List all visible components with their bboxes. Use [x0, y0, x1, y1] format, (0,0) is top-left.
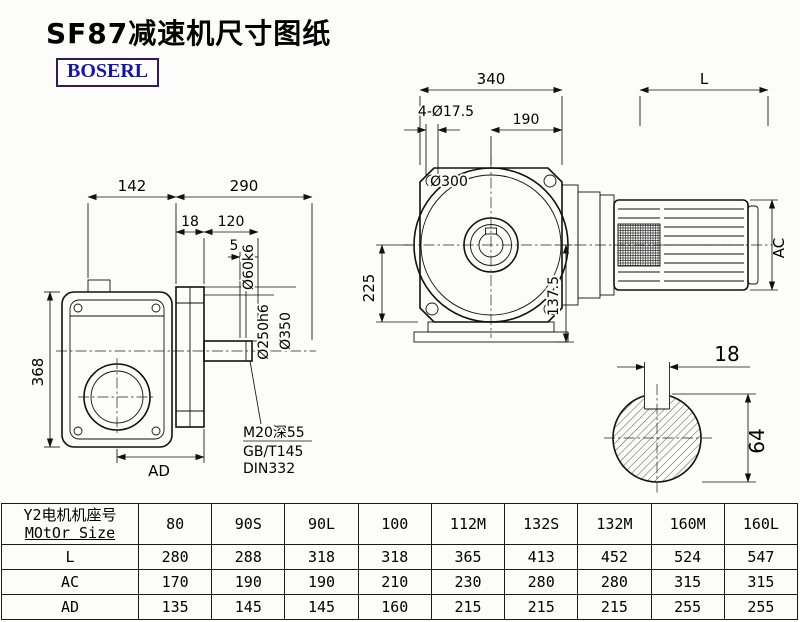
column-header: 80	[137, 503, 213, 545]
table-cell: 160	[357, 594, 432, 620]
dim-label-120: 120	[218, 214, 245, 230]
table-cell: 145	[284, 594, 359, 620]
table-cell: 288	[211, 544, 286, 570]
side-view-geometry	[56, 279, 316, 448]
dim-label-shaft-height: 64	[745, 428, 769, 453]
table-cell: 413	[504, 544, 579, 570]
column-header: 112M	[430, 503, 506, 545]
column-header: 90S	[211, 503, 286, 545]
table-cell: 280	[577, 569, 652, 595]
row-label: AC	[1, 569, 139, 595]
dim-label-340: 340	[477, 70, 506, 88]
dim-label-137-5: 137.5	[546, 276, 562, 316]
brand-logo: BOSERL	[56, 58, 160, 87]
table-row-AD: AD 135 145 145 160 215 215 215 255 255	[1, 594, 799, 620]
row-label: AD	[1, 594, 139, 620]
table-cell: 365	[430, 544, 506, 570]
table-row-AC: AC 170 190 190 210 230 280 280 315 315	[1, 569, 799, 595]
dim-label-368: 368	[29, 358, 47, 387]
note-din: DIN332	[243, 461, 295, 477]
header-line-cn: Y2电机机座号	[23, 506, 117, 524]
note-standard: GB/T145	[243, 444, 303, 460]
dim-label-bolt-holes: 4-Ø17.5	[418, 104, 474, 120]
table-cell: 255	[723, 594, 799, 620]
table-row-L: L 280 288 318 318 365 413 452 524 547	[1, 544, 799, 570]
table-cell: 190	[284, 569, 359, 595]
table-cell: 315	[723, 569, 799, 595]
column-header: 132M	[577, 503, 652, 545]
dim-label-142: 142	[118, 177, 147, 195]
dim-label-290: 290	[230, 177, 259, 195]
table-cell: 170	[137, 569, 213, 595]
table-cell: 547	[723, 544, 799, 570]
column-header: 90L	[284, 503, 359, 545]
front-view-dimensions: 340 L 4-Ø17.5 190 Ø300 225 137.5 AC	[358, 70, 788, 343]
table-cell: 318	[284, 544, 359, 570]
dim-label-flange-od: Ø350	[278, 312, 294, 350]
table-cell: 318	[357, 544, 432, 570]
table-cell: 255	[650, 594, 725, 620]
table-cell: 315	[650, 569, 725, 595]
dim-label-5: 5	[230, 238, 239, 254]
note-thread: M20深55	[243, 425, 305, 441]
dim-label-flange-diameter: Ø300	[430, 174, 468, 190]
table-header-motor-size: Y2电机机座号 MOtOr Size	[1, 503, 139, 545]
dim-label-ac: AC	[770, 238, 788, 258]
shaft-end-view-geometry	[604, 384, 712, 494]
dim-label-18: 18	[181, 214, 199, 230]
table-cell: 210	[357, 569, 432, 595]
table-header-row: Y2电机机座号 MOtOr Size 80 90S 90L 100 112M 1…	[1, 503, 799, 545]
dim-label-225: 225	[360, 274, 378, 303]
header-line-en: MOtOr Size	[24, 524, 116, 542]
dim-label-motor-length: L	[700, 70, 709, 88]
dim-label-190: 190	[513, 112, 540, 128]
table-cell: 215	[577, 594, 652, 620]
table-cell: 280	[137, 544, 213, 570]
page-title: SF87减速机尺寸图纸	[46, 17, 332, 50]
table-cell: 452	[577, 544, 652, 570]
table-cell: 190	[211, 569, 286, 595]
shaft-end-view-dimensions: 18 64	[617, 342, 769, 483]
column-header: 160M	[650, 503, 725, 545]
column-header: 132S	[504, 503, 579, 545]
dim-label-ad: AD	[148, 462, 170, 480]
table-cell: 145	[211, 594, 286, 620]
technical-drawing: 340 L 4-Ø17.5 190 Ø300 225 137.5 AC	[27, 70, 788, 494]
table-cell: 135	[137, 594, 213, 620]
table-cell: 524	[650, 544, 725, 570]
side-view-dimensions: 142 290 18 120 5 368 AD Ø60k6 Ø250h6 Ø35…	[27, 177, 313, 480]
table-cell: 230	[430, 569, 506, 595]
table-cell: 215	[504, 594, 579, 620]
column-header: 100	[357, 503, 432, 545]
table-cell: 280	[504, 569, 579, 595]
dimension-table: Y2电机机座号 MOtOr Size 80 90S 90L 100 112M 1…	[1, 503, 799, 620]
column-header: 160L	[723, 503, 799, 545]
table-cell: 215	[430, 594, 506, 620]
dim-label-key-width: 18	[714, 342, 739, 366]
front-view-geometry	[404, 158, 772, 343]
dim-label-flange-bore: Ø250h6	[256, 304, 272, 360]
row-label: L	[1, 544, 139, 570]
dim-label-shaft-diameter: Ø60k6	[241, 244, 257, 290]
